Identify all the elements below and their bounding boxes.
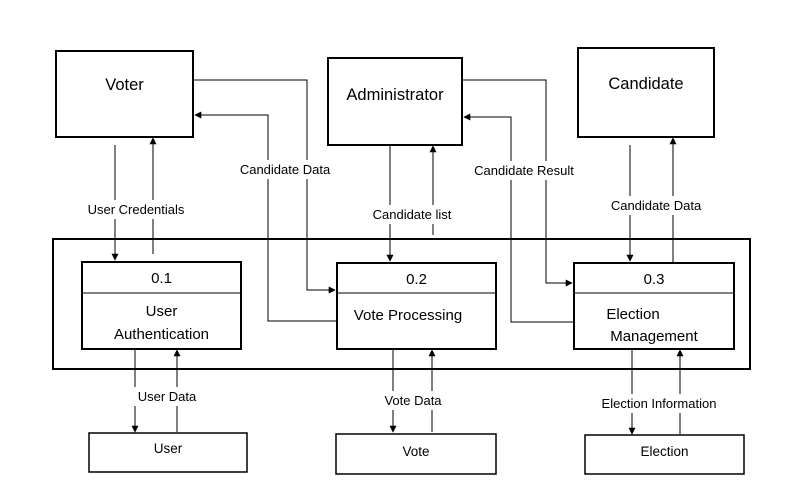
flow-vote-processing-to-voter [194, 111, 337, 322]
process-election-management: 0.3 Election Management [573, 262, 735, 350]
svg-text:Candidate Result: Candidate Result [474, 163, 574, 178]
svg-text:User Data: User Data [138, 389, 197, 404]
store-vote: Vote [335, 433, 497, 475]
store-vote-label: Vote [402, 444, 429, 459]
svg-text:Candidate Data: Candidate Data [240, 162, 331, 177]
flow-admin-to-election-mgmt [462, 79, 573, 287]
store-election-label: Election [640, 444, 688, 459]
store-user-label: User [154, 441, 183, 456]
process-3-name-line1: Election [606, 306, 659, 323]
flow-label-candidate-result: Candidate Result [465, 161, 584, 180]
entity-candidate-label: Candidate [608, 75, 683, 93]
flow-label-user-data: User Data [132, 387, 202, 406]
entity-administrator: Administrator [327, 57, 463, 146]
flow-label-election-information: Election Information [589, 394, 729, 413]
process-1-id: 0.1 [151, 270, 172, 287]
entity-administrator-label: Administrator [346, 86, 444, 104]
entity-candidate: Candidate [577, 47, 715, 138]
entity-voter: Voter [55, 50, 194, 138]
store-election: Election [584, 434, 745, 475]
entity-voter-label: Voter [105, 76, 144, 94]
svg-text:Candidate Data: Candidate Data [611, 198, 702, 213]
process-vote-processing: 0.2 Vote Processing [336, 262, 497, 350]
process-user-authentication: 0.1 User Authentication [81, 261, 242, 350]
process-3-id: 0.3 [644, 271, 665, 288]
flow-label-vote-data: Vote Data [378, 391, 448, 410]
svg-text:Election Information: Election Information [602, 396, 717, 411]
process-2-name-line1: Vote Processing [354, 307, 462, 324]
svg-text:Candidate list: Candidate list [373, 207, 452, 222]
flow-label-user-credentials: User Credentials [78, 200, 193, 219]
process-1-name-line2: Authentication [114, 326, 209, 343]
svg-text:User Credentials: User Credentials [88, 202, 185, 217]
flow-label-candidate-data-right: Candidate Data [603, 196, 710, 215]
system-boundary [52, 238, 751, 370]
process-1-name-line1: User [146, 303, 178, 320]
store-user: User [88, 432, 248, 473]
flow-voter-to-vote-processing [193, 79, 336, 294]
process-2-id: 0.2 [406, 271, 427, 288]
flow-label-candidate-data-left: Candidate Data [232, 160, 338, 179]
svg-text:Vote Data: Vote Data [384, 393, 442, 408]
flow-election-mgmt-to-admin [463, 113, 574, 323]
flow-label-candidate-list: Candidate list [363, 205, 461, 224]
process-3-name-line2: Management [610, 328, 698, 345]
